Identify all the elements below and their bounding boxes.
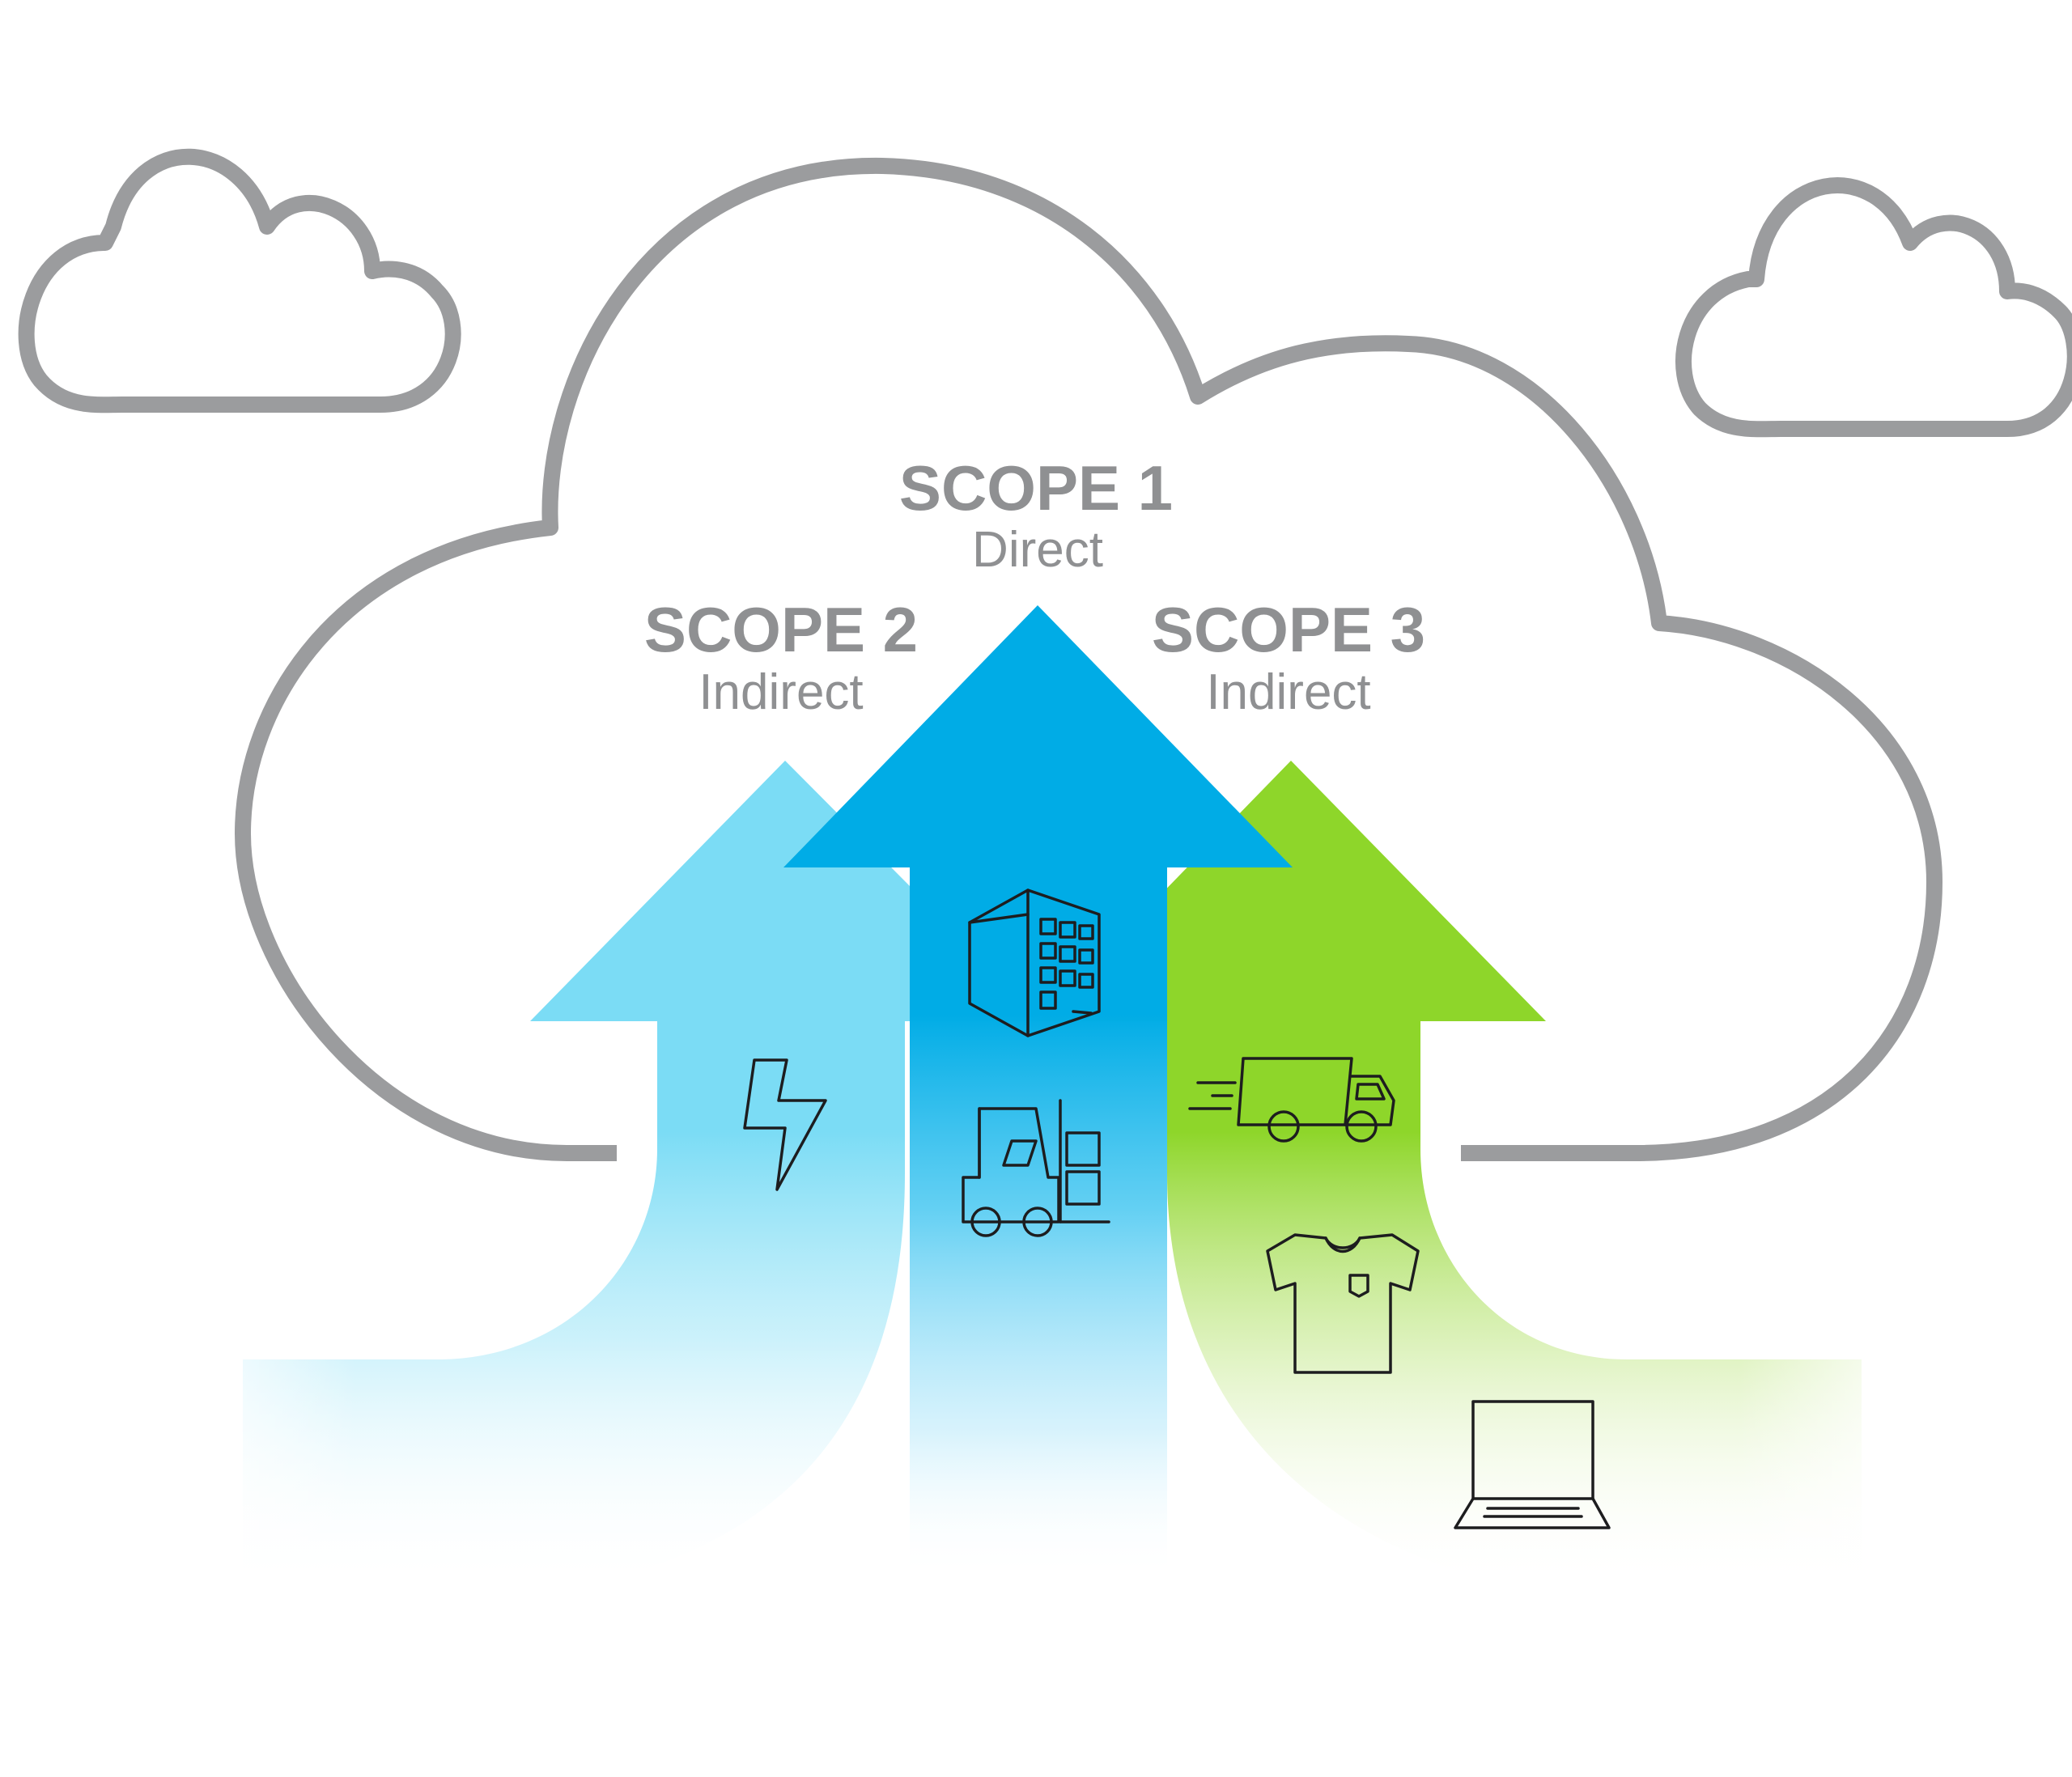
building-icon <box>968 888 1101 1037</box>
scope-1-title: SCOPE 1 <box>899 452 1173 524</box>
scope-3-label: SCOPE 3 Indirect <box>1152 594 1425 720</box>
laptop-icon <box>1454 1400 1611 1529</box>
scope-1-arrow <box>783 605 1293 1578</box>
small-cloud-right <box>1675 177 2072 438</box>
scope-3-title: SCOPE 3 <box>1152 594 1425 665</box>
scope-3-arrow <box>1038 761 1926 1602</box>
scope-2-arrow <box>162 761 1044 1602</box>
scope-3-subtitle: Indirect <box>1206 664 1370 720</box>
scope-2-title: SCOPE 2 <box>644 594 918 665</box>
lightning-bolt-icon <box>743 1058 827 1191</box>
delivery-truck-icon <box>1188 1057 1395 1143</box>
forklift-icon <box>962 1099 1110 1237</box>
small-cloud-left <box>18 148 461 414</box>
scope-1-label: SCOPE 1 Direct <box>899 452 1173 578</box>
scope-1-subtitle: Direct <box>972 522 1103 578</box>
main-cloud-outline <box>235 157 1942 1161</box>
scope-2-subtitle: Indirect <box>698 664 863 720</box>
scope-2-label: SCOPE 2 Indirect <box>644 594 918 720</box>
t-shirt-icon <box>1266 1233 1420 1374</box>
